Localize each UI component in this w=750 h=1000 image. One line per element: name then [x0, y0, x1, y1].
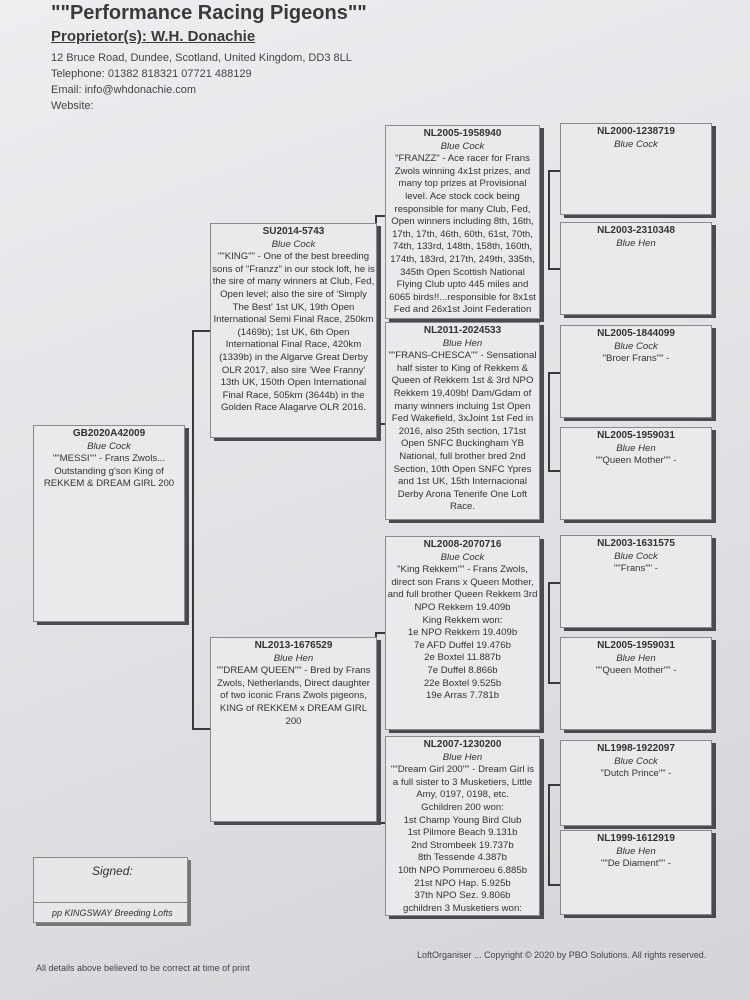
notes: ""KING"" - One of the best breeding sons… — [212, 251, 375, 414]
notes: "Broer Frans"" - — [602, 353, 670, 365]
ring-number: NL2005-1959031 — [597, 640, 675, 651]
colour: Blue Cock — [440, 140, 485, 152]
telephone: Telephone: 01382 818321 07721 488129 — [51, 68, 252, 80]
colour: Blue Hen — [616, 652, 656, 664]
subject-pigeon-card: GB2020A42009 Blue Cock ""MESSI"" - Frans… — [33, 425, 185, 622]
colour: Blue Hen — [616, 237, 656, 249]
colour: Blue Cock — [614, 138, 658, 150]
ring-number: NL2005-1959031 — [597, 430, 675, 441]
page-title: ""Performance Racing Pigeons"" — [51, 2, 367, 24]
colour: Blue Cock — [614, 340, 658, 352]
ring-number: NL2011-2024533 — [423, 325, 502, 336]
notes: ""De Diament"" - — [600, 858, 672, 870]
colour: Blue Hen — [442, 751, 483, 763]
loft-name: pp KINGSWAY Breeding Lofts — [52, 908, 173, 918]
notes: ""FRANS-CHESCA"" - Sensational half sist… — [388, 350, 537, 513]
ring-number: NL2008-2070716 — [423, 539, 502, 550]
ring-number: NL2007-1230200 — [423, 739, 502, 750]
colour: Blue Cock — [87, 440, 131, 452]
ring-number: NL2005-1844099 — [597, 328, 675, 339]
colour: Blue Cock — [614, 550, 658, 562]
ring-number: NL2005-1958940 — [423, 128, 502, 139]
proprietor: Proprietor(s): W.H. Donachie — [51, 28, 256, 45]
colour: Blue Hen — [616, 845, 656, 857]
ring-number: NL2003-1631575 — [597, 538, 675, 549]
notes: "Dutch Prince"" - — [600, 768, 672, 780]
notes: ""MESSI"" - Frans Zwols... Outstanding g… — [43, 453, 175, 490]
colour: Blue Hen — [616, 442, 656, 454]
notes: ""Queen Mother"" - — [595, 665, 677, 677]
notes: ""Dream Girl 200"" - Dream Girl is a ful… — [390, 764, 535, 914]
signature-box: Signed: pp KINGSWAY Breeding Lofts — [33, 857, 188, 923]
ring-number: NL2013-1676529 — [254, 640, 333, 651]
signed-label: Signed: — [92, 864, 133, 878]
notes: "FRANZZ" - Ace racer for Frans Zwols win… — [389, 153, 536, 318]
website: Website: — [51, 100, 94, 112]
address: 12 Bruce Road, Dundee, Scotland, United … — [51, 52, 352, 64]
copyright: LoftOrganiser ... Copyright © 2020 by PB… — [417, 950, 707, 960]
ring-number: NL2000-1238719 — [597, 126, 675, 137]
notes: ""Queen Mother"" - — [595, 455, 677, 467]
disclaimer: All details above believed to be correct… — [36, 963, 250, 973]
colour: Blue Cock — [440, 551, 485, 563]
sire-card: SU2014-5743 Blue Cock ""KING"" - One of … — [210, 223, 377, 438]
ring-number: NL1999-1612919 — [597, 833, 675, 844]
ring-number: NL2003-2310348 — [597, 225, 675, 236]
notes: ""Frans"" - — [613, 563, 658, 575]
colour: Blue Hen — [442, 337, 483, 349]
ring-number: GB2020A42009 — [72, 428, 146, 439]
ring-number: NL1998-1922097 — [597, 743, 675, 754]
notes: ""DREAM QUEEN"" - Bred by Frans Zwols, N… — [216, 665, 371, 727]
colour: Blue Hen — [273, 652, 314, 664]
email: Email: info@whdonachie.com — [51, 84, 197, 96]
ring-number: SU2014-5743 — [262, 226, 325, 237]
dam-card: NL2013-1676529 Blue Hen ""DREAM QUEEN"" … — [210, 637, 377, 822]
colour: Blue Cock — [271, 238, 316, 250]
colour: Blue Cock — [614, 755, 658, 767]
notes: "King Rekkem"" - Frans Zwols, direct son… — [387, 564, 538, 702]
